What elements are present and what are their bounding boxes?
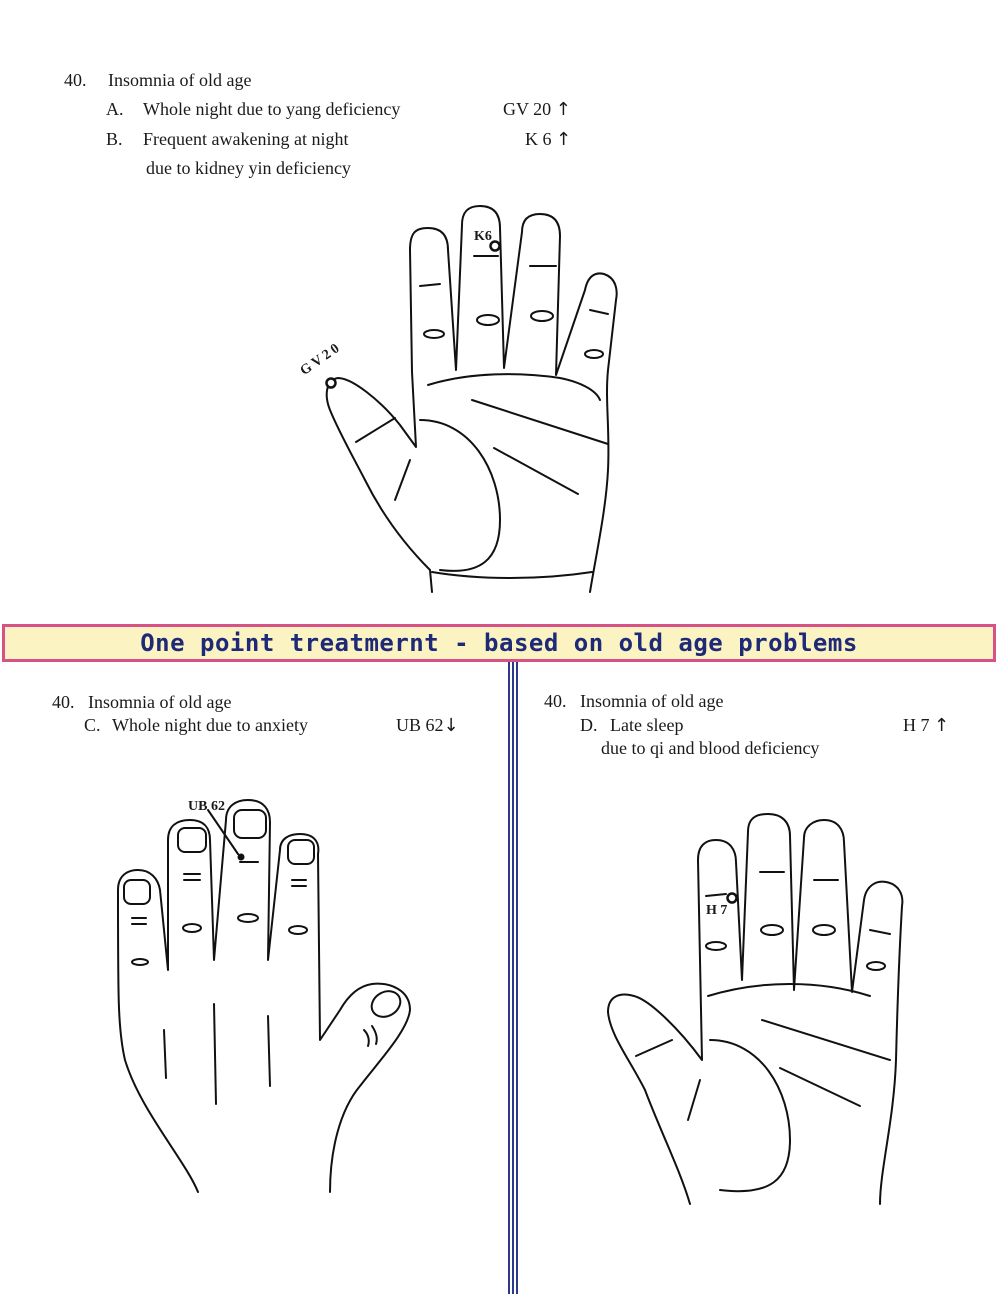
item-d-letter: D.	[580, 715, 598, 735]
section-number: 40.	[52, 692, 75, 712]
palm-hand-illustration	[325, 205, 618, 593]
item-a-letter: A.	[106, 99, 124, 119]
section-title: Insomnia of old age	[108, 70, 252, 90]
arrow-up-icon: ↑	[934, 715, 950, 736]
section-title: Insomnia of old age	[88, 692, 232, 712]
arrow-up-icon: ↑	[556, 129, 572, 150]
arrow-down-icon: ↓	[443, 715, 459, 736]
section-banner: One point treatmernt - based on old age …	[2, 624, 996, 662]
k6-point-label: K6	[474, 229, 492, 244]
item-a-point: GV 20 ↑	[503, 99, 571, 120]
item-b-letter: B.	[106, 129, 123, 149]
item-b-text-2: due to kidney yin deficiency	[146, 158, 351, 178]
item-c-letter: C.	[84, 715, 101, 735]
banner-title: One point treatmernt - based on old age …	[140, 629, 858, 657]
item-d-point: H 7 ↑	[903, 715, 950, 736]
section-title: Insomnia of old age	[580, 691, 724, 711]
item-b-point: K 6 ↑	[525, 129, 572, 150]
section-number: 40.	[544, 691, 567, 711]
vertical-divider	[508, 662, 518, 1294]
arrow-up-icon: ↑	[555, 99, 571, 120]
item-c-point: UB 62↓	[396, 715, 459, 736]
ub62-point-label: UB 62	[188, 799, 225, 814]
h7-point-label: H 7	[706, 903, 728, 918]
item-b-text: Frequent awakening at night	[143, 129, 349, 149]
item-a-text: Whole night due to yang deficiency	[143, 99, 401, 119]
item-c-text: Whole night due to anxiety	[112, 715, 308, 735]
section-number: 40.	[64, 70, 87, 90]
item-d-text: Late sleep	[610, 715, 684, 735]
item-d-text-2: due to qi and blood deficiency	[601, 738, 820, 758]
